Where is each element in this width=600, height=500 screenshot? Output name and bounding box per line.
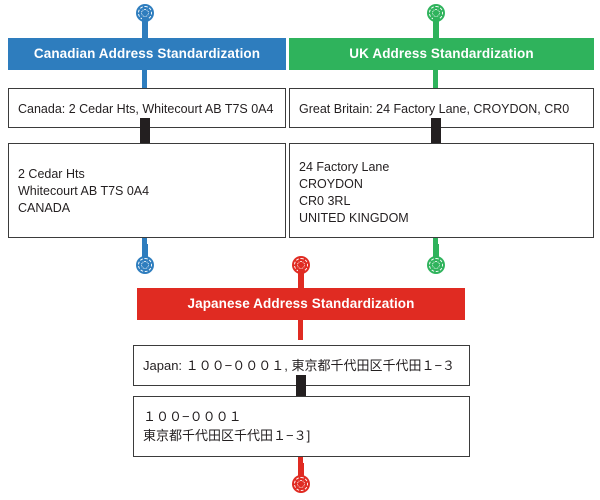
canadian-bottom-connector[interactable] [136, 244, 154, 274]
japanese-output-box[interactable]: １００−０００１ 東京都千代田区千代田１−３] [133, 396, 470, 457]
japanese-top-connector[interactable] [292, 256, 310, 290]
uk-bottom-connector[interactable] [427, 244, 445, 274]
japanese-bottom-connector-stem-icon [298, 463, 304, 477]
canadian-top-connector-stem-icon [142, 18, 148, 38]
canadian-rail-mid [142, 68, 147, 90]
canadian-top-connector-knob-icon [136, 4, 154, 22]
canadian-header: Canadian Address Standardization [8, 38, 286, 70]
uk-top-connector[interactable] [427, 4, 445, 38]
japanese-header: Japanese Address Standardization [137, 288, 465, 320]
canadian-bottom-connector-stem-icon [142, 244, 148, 258]
japanese-top-connector-stem-icon [298, 270, 304, 290]
uk-output-box[interactable]: 24 Factory Lane CROYDON CR0 3RL UNITED K… [289, 143, 594, 238]
canadian-top-connector[interactable] [136, 4, 154, 38]
canadian-input-box[interactable]: Canada: 2 Cedar Hts, Whitecourt AB T7S 0… [8, 88, 286, 128]
uk-bottom-connector-knob-icon [427, 256, 445, 274]
canadian-output-box[interactable]: 2 Cedar Hts Whitecourt AB T7S 0A4 CANADA [8, 143, 286, 238]
japanese-bottom-connector[interactable] [292, 463, 310, 493]
japanese-top-connector-knob-icon [292, 256, 310, 274]
japanese-rail-mid [298, 318, 303, 340]
japanese-input-box[interactable]: Japan: １００−０００１, 東京都千代田区千代田１−３ [133, 345, 470, 386]
canadian-bottom-connector-knob-icon [136, 256, 154, 274]
uk-header: UK Address Standardization [289, 38, 594, 70]
uk-rail-mid [433, 68, 438, 90]
uk-top-connector-stem-icon [433, 18, 439, 38]
japanese-bottom-connector-knob-icon [292, 475, 310, 493]
uk-input-box[interactable]: Great Britain: 24 Factory Lane, CROYDON,… [289, 88, 594, 128]
uk-bottom-connector-stem-icon [433, 244, 439, 258]
